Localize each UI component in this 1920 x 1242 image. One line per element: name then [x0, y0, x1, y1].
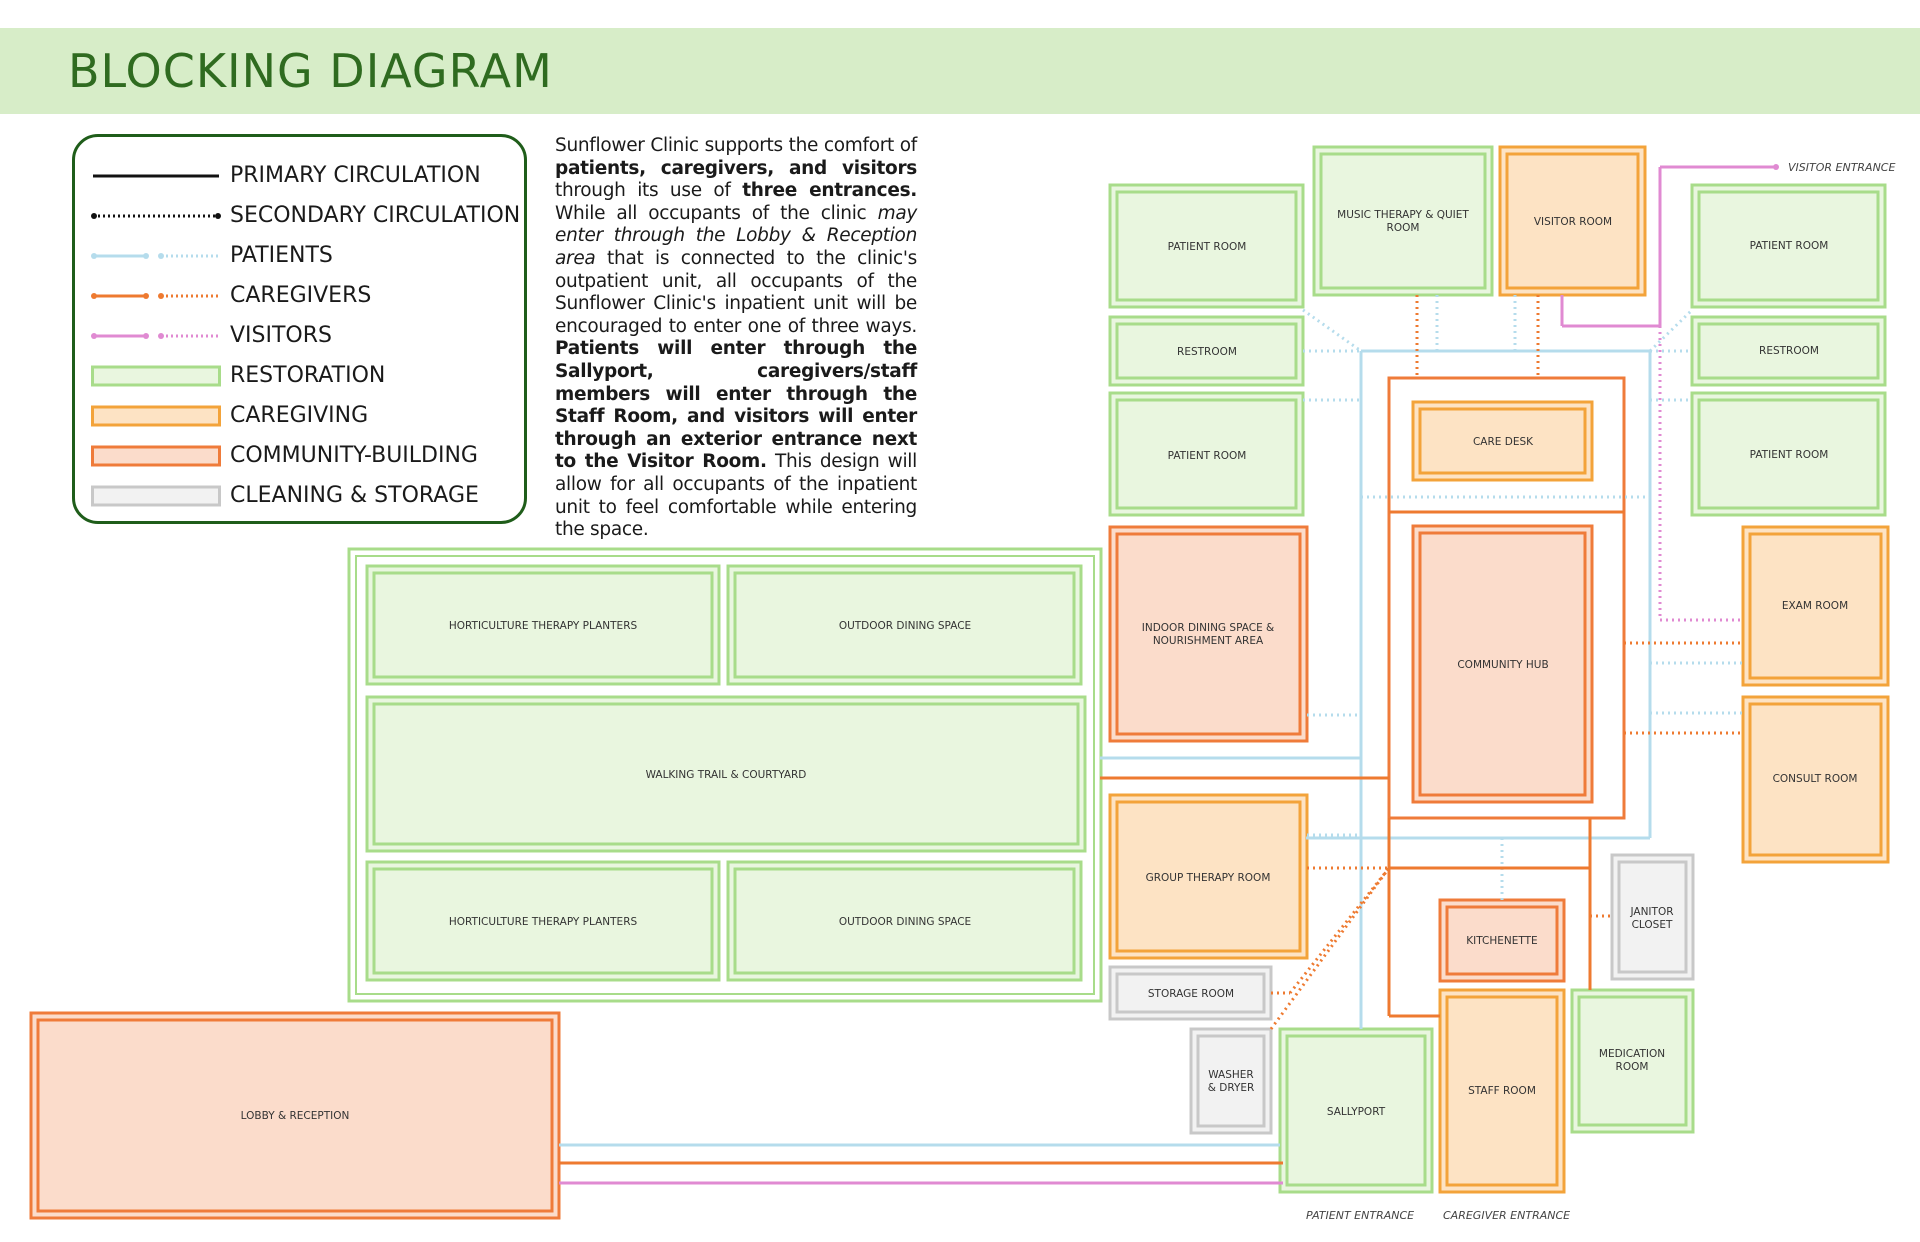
svg-text:PATIENT ROOM: PATIENT ROOM — [1750, 449, 1829, 461]
svg-text:JANITOR: JANITOR — [1629, 906, 1673, 918]
svg-text:PATIENT ROOM: PATIENT ROOM — [1168, 450, 1247, 462]
room-patient-room-left-2: PATIENT ROOM — [1108, 391, 1305, 517]
svg-text:ROOM: ROOM — [1616, 1061, 1649, 1073]
room-exam-room: EXAM ROOM — [1741, 525, 1890, 687]
room-horticulture-planters-2: HORTICULTURE THERAPY PLANTERS — [365, 860, 721, 982]
svg-text:CARE DESK: CARE DESK — [1473, 436, 1534, 448]
svg-text:CLOSET: CLOSET — [1632, 919, 1673, 931]
central-care-frame — [1387, 376, 1626, 820]
svg-text:STAFF ROOM: STAFF ROOM — [1468, 1085, 1536, 1097]
svg-text:EXAM ROOM: EXAM ROOM — [1782, 600, 1848, 612]
legend-item-primary-circulation: PRIMARY CIRCULATION — [75, 161, 524, 191]
primary-circulation-swatch — [93, 174, 219, 178]
svg-text:OUTDOOR DINING SPACE: OUTDOOR DINING SPACE — [839, 916, 971, 928]
room-patient-room-right-2: PATIENT ROOM — [1690, 391, 1887, 517]
visitor-entrance-label: VISITOR ENTRANCE — [1788, 161, 1895, 174]
room-sallyport: SALLYPORT — [1278, 1027, 1434, 1194]
svg-text:PATIENT ROOM: PATIENT ROOM — [1168, 241, 1247, 253]
legend-item-secondary-circulation: SECONDARY CIRCULATION — [75, 201, 524, 231]
room-storage-room: STORAGE ROOM — [1108, 965, 1273, 1021]
visitor-circulation — [559, 164, 1779, 1185]
restoration-swatch — [91, 365, 221, 387]
svg-text:RESTROOM: RESTROOM — [1759, 345, 1819, 357]
svg-text:CONSULT ROOM: CONSULT ROOM — [1773, 773, 1858, 785]
room-patient-room-left-1: PATIENT ROOM — [1108, 183, 1305, 309]
room-restroom-left: RESTROOM — [1108, 315, 1305, 387]
room-patient-room-right-1: PATIENT ROOM — [1690, 183, 1887, 309]
svg-text:& DRYER: & DRYER — [1208, 1082, 1255, 1094]
caregiver-entrance-label: CAREGIVER ENTRANCE — [1443, 1209, 1570, 1222]
svg-text:VISITOR ROOM: VISITOR ROOM — [1534, 216, 1612, 228]
room-care-desk: CARE DESK — [1411, 400, 1594, 482]
svg-text:STORAGE ROOM: STORAGE ROOM — [1148, 988, 1234, 1000]
svg-text:KITCHENETTE: KITCHENETTE — [1466, 935, 1537, 947]
room-horticulture-planters-1: HORTICULTURE THERAPY PLANTERS — [365, 564, 721, 686]
room-staff-room: STAFF ROOM — [1438, 988, 1566, 1194]
legend-item-visitors: VISITORS — [75, 321, 524, 351]
legend-item-restoration: RESTORATION — [75, 361, 524, 391]
svg-text:PATIENT ROOM: PATIENT ROOM — [1750, 240, 1829, 252]
svg-text:COMMUNITY HUB: COMMUNITY HUB — [1457, 659, 1548, 671]
legend-item-caregiving: CAREGIVING — [75, 401, 524, 431]
svg-text:LOBBY & RECEPTION: LOBBY & RECEPTION — [241, 1110, 350, 1122]
room-walking-trail-courtyard: WALKING TRAIL & COURTYARD — [365, 695, 1087, 853]
svg-text:ROOM: ROOM — [1387, 222, 1420, 234]
description-paragraph: Sunflower Clinic supports the comfort of… — [555, 135, 918, 541]
caregiver-circulation — [559, 295, 1743, 1165]
svg-text:MEDICATION: MEDICATION — [1599, 1048, 1665, 1060]
svg-text:SALLYPORT: SALLYPORT — [1327, 1106, 1386, 1118]
cleaning-storage-swatch — [91, 485, 221, 507]
svg-text:GROUP THERAPY ROOM: GROUP THERAPY ROOM — [1146, 872, 1271, 884]
patients-swatch — [91, 253, 219, 259]
room-washer-dryer: WASHER & DRYER — [1189, 1027, 1273, 1135]
legend-item-patients: PATIENTS — [75, 241, 524, 271]
svg-text:NOURISHMENT AREA: NOURISHMENT AREA — [1153, 635, 1264, 647]
room-community-hub: COMMUNITY HUB — [1411, 524, 1594, 804]
room-consult-room: CONSULT ROOM — [1741, 695, 1890, 864]
room-outdoor-dining-1: OUTDOOR DINING SPACE — [726, 564, 1083, 686]
svg-text:WASHER: WASHER — [1208, 1069, 1253, 1081]
room-medication-room: MEDICATION ROOM — [1570, 988, 1695, 1134]
svg-text:OUTDOOR DINING SPACE: OUTDOOR DINING SPACE — [839, 620, 971, 632]
room-indoor-dining: INDOOR DINING SPACE & NOURISHMENT AREA — [1108, 525, 1309, 743]
room-kitchenette: KITCHENETTE — [1438, 898, 1566, 983]
room-group-therapy: GROUP THERAPY ROOM — [1108, 793, 1309, 960]
room-janitor-closet: JANITOR CLOSET — [1610, 853, 1695, 981]
patient-entrance-label: PATIENT ENTRANCE — [1306, 1209, 1414, 1222]
caregiving-swatch — [91, 405, 221, 427]
page-title: BLOCKING DIAGRAM — [68, 44, 553, 98]
room-music-therapy: MUSIC THERAPY & QUIET ROOM — [1312, 145, 1494, 297]
svg-text:INDOOR DINING SPACE &: INDOOR DINING SPACE & — [1142, 622, 1274, 634]
svg-text:WALKING TRAIL & COURTYARD: WALKING TRAIL & COURTYARD — [646, 769, 807, 781]
svg-text:MUSIC THERAPY & QUIET: MUSIC THERAPY & QUIET — [1337, 209, 1469, 221]
room-lobby-reception: LOBBY & RECEPTION — [29, 1011, 561, 1220]
header-band — [0, 28, 1920, 114]
room-visitor-room: VISITOR ROOM — [1498, 145, 1647, 297]
room-outdoor-dining-2: OUTDOOR DINING SPACE — [726, 860, 1083, 982]
svg-text:HORTICULTURE THERAPY PLANTERS: HORTICULTURE THERAPY PLANTERS — [449, 620, 638, 632]
outdoor-block — [347, 547, 1103, 1003]
svg-text:RESTROOM: RESTROOM — [1177, 346, 1237, 358]
legend: PRIMARY CIRCULATION SECONDARY CIRCULATIO… — [72, 134, 527, 524]
room-restroom-right: RESTROOM — [1690, 315, 1887, 387]
svg-text:HORTICULTURE THERAPY PLANTERS: HORTICULTURE THERAPY PLANTERS — [449, 916, 638, 928]
legend-item-caregivers: CAREGIVERS — [75, 281, 524, 311]
secondary-circulation-swatch — [91, 213, 221, 219]
legend-item-cleaning-storage: CLEANING & STORAGE — [75, 481, 524, 511]
visitors-swatch — [91, 333, 219, 339]
caregivers-swatch — [91, 293, 219, 299]
legend-item-community-building: COMMUNITY-BUILDING — [75, 441, 524, 471]
community-building-swatch — [91, 445, 221, 467]
